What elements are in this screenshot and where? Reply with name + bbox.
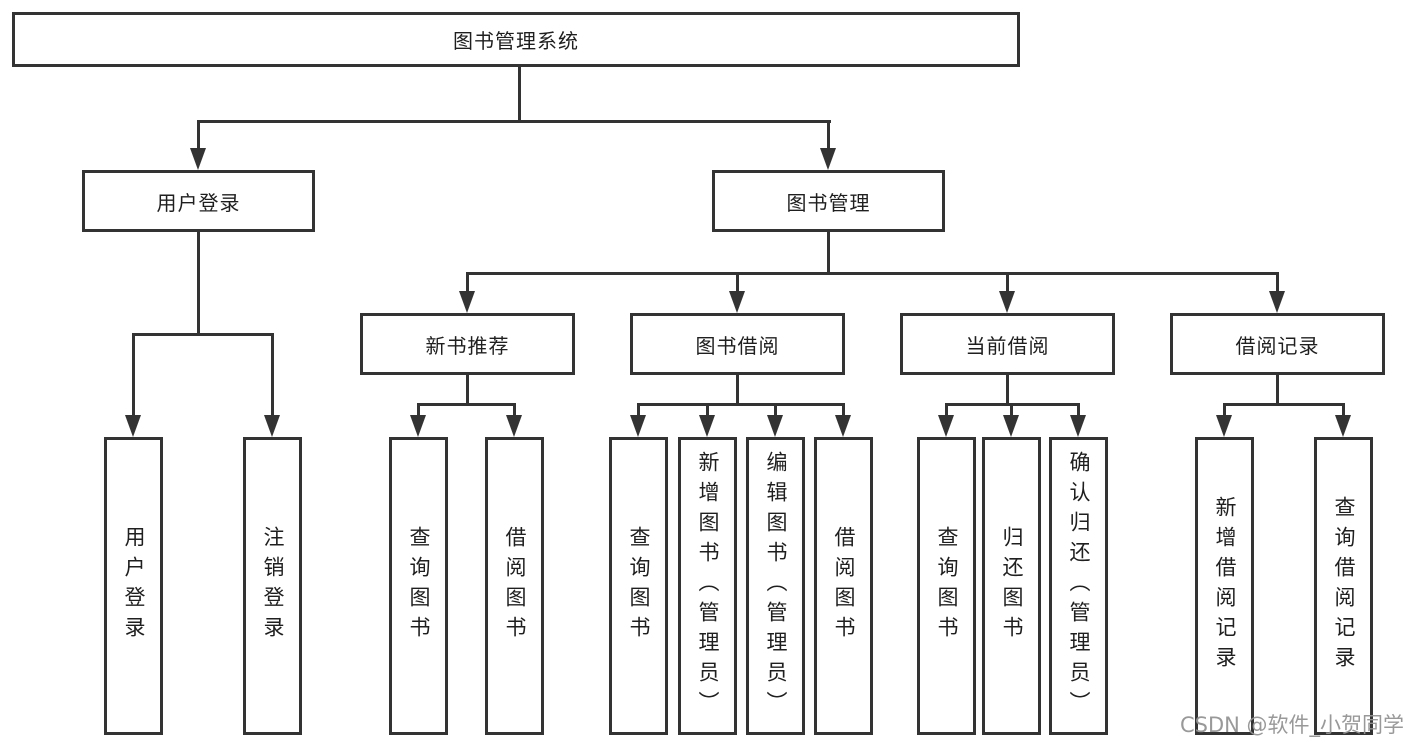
node-label: 当前借阅: [965, 333, 1050, 358]
connector-level1-rail: [197, 120, 831, 123]
leaf-query-books-current: 查询图书: [917, 437, 976, 735]
leaf-label: 查询图书: [627, 526, 651, 646]
connector-drop: [774, 403, 777, 417]
connector-new-book-riser: [466, 375, 469, 405]
leaf-label: 新增图书（管理员）: [696, 451, 720, 721]
connector-drop-book-management: [827, 120, 830, 150]
arrowhead-leaf-logout: [264, 415, 280, 437]
arrowhead: [630, 415, 646, 437]
arrowhead: [938, 415, 954, 437]
leaf-query-books-recommend: 查询图书: [389, 437, 448, 735]
arrowhead-new-book: [459, 291, 475, 313]
csdn-watermark: CSDN @软件_小贺同学: [1180, 713, 1405, 737]
connector-drop-leaf-login: [132, 333, 135, 417]
connector-book-management-riser: [827, 232, 830, 274]
node-label: 图书管理系统: [453, 29, 579, 53]
leaf-logout: 注销登录: [243, 437, 302, 735]
connector-drop-user-login: [197, 120, 200, 150]
connector-new-book-rail: [417, 403, 516, 406]
arrowhead: [506, 415, 522, 437]
connector-borrow-records-riser: [1276, 375, 1279, 405]
arrowhead-current-borrow: [999, 291, 1015, 313]
connector-current-borrow-riser: [1006, 375, 1009, 405]
leaf-label: 用户登录: [122, 526, 146, 646]
node-label: 借阅记录: [1235, 333, 1320, 358]
arrowhead-leaf-login: [125, 415, 141, 437]
arrowhead: [1070, 415, 1086, 437]
connector-drop: [1223, 403, 1226, 417]
leaf-label: 编辑图书（管理员）: [764, 451, 788, 721]
leaf-label: 借阅图书: [503, 526, 527, 646]
connector-drop-new-book: [466, 272, 469, 293]
arrowhead-borrow-records: [1269, 291, 1285, 313]
node-label: 图书借阅: [695, 333, 780, 358]
arrowhead-user-login: [190, 148, 206, 170]
connector-level2-rail: [466, 272, 1279, 275]
leaf-label: 查询图书: [407, 526, 431, 646]
connector-book-borrow-riser: [736, 375, 739, 405]
arrowhead-book-borrow: [729, 291, 745, 313]
connector-user-login-riser: [197, 232, 200, 335]
leaf-label: 确认归还（管理员）: [1067, 451, 1091, 721]
arrowhead: [835, 415, 851, 437]
node-label: 用户登录: [156, 190, 241, 215]
arrowhead: [699, 415, 715, 437]
leaf-borrow-books-recommend: 借阅图书: [485, 437, 544, 735]
connector-drop-current-borrow: [1006, 272, 1009, 293]
node-label: 图书管理: [786, 190, 871, 215]
connector-user-login-rail: [132, 333, 274, 336]
connector-book-borrow-rail: [637, 403, 845, 406]
node-current-borrowing: 当前借阅: [900, 313, 1115, 375]
leaf-label: 新增借阅记录: [1213, 496, 1237, 676]
node-label: 新书推荐: [425, 333, 510, 358]
node-root-library-management-system: 图书管理系统: [12, 12, 1020, 67]
arrowhead: [1335, 415, 1351, 437]
connector-drop: [1342, 403, 1345, 417]
connector-drop-leaf-logout: [271, 333, 274, 417]
arrowhead: [767, 415, 783, 437]
node-book-borrowing: 图书借阅: [630, 313, 845, 375]
arrowhead: [1216, 415, 1232, 437]
arrowhead: [1003, 415, 1019, 437]
leaf-query-books-borrow: 查询图书: [609, 437, 668, 735]
connector-drop: [706, 403, 709, 417]
leaf-label: 借阅图书: [832, 526, 856, 646]
leaf-borrow-books: 借阅图书: [814, 437, 873, 735]
leaf-label: 归还图书: [1000, 526, 1024, 646]
node-new-book-recommendation: 新书推荐: [360, 313, 575, 375]
connector-drop: [842, 403, 845, 417]
connector-drop: [1077, 403, 1080, 417]
leaf-add-borrow-record: 新增借阅记录: [1195, 437, 1254, 735]
connector-drop: [513, 403, 516, 417]
node-user-login: 用户登录: [82, 170, 315, 232]
connector-drop: [1010, 403, 1013, 417]
arrowhead: [410, 415, 426, 437]
connector-drop-borrow-records: [1276, 272, 1279, 293]
leaf-return-books: 归还图书: [982, 437, 1041, 735]
connector-borrow-records-rail: [1223, 403, 1345, 406]
leaf-query-borrow-record: 查询借阅记录: [1314, 437, 1373, 735]
leaf-add-books-admin: 新增图书（管理员）: [678, 437, 737, 735]
connector-drop: [945, 403, 948, 417]
leaf-confirm-return-admin: 确认归还（管理员）: [1049, 437, 1108, 735]
connector-drop: [417, 403, 420, 417]
leaf-label: 查询图书: [935, 526, 959, 646]
leaf-user-login: 用户登录: [104, 437, 163, 735]
arrowhead-book-management: [820, 148, 836, 170]
connector-root-riser: [518, 67, 521, 122]
leaf-label: 查询借阅记录: [1332, 496, 1356, 676]
connector-drop-book-borrow: [736, 272, 739, 293]
node-borrowing-records: 借阅记录: [1170, 313, 1385, 375]
leaf-edit-books-admin: 编辑图书（管理员）: [746, 437, 805, 735]
node-book-management: 图书管理: [712, 170, 945, 232]
leaf-label: 注销登录: [261, 526, 285, 646]
connector-drop: [637, 403, 640, 417]
